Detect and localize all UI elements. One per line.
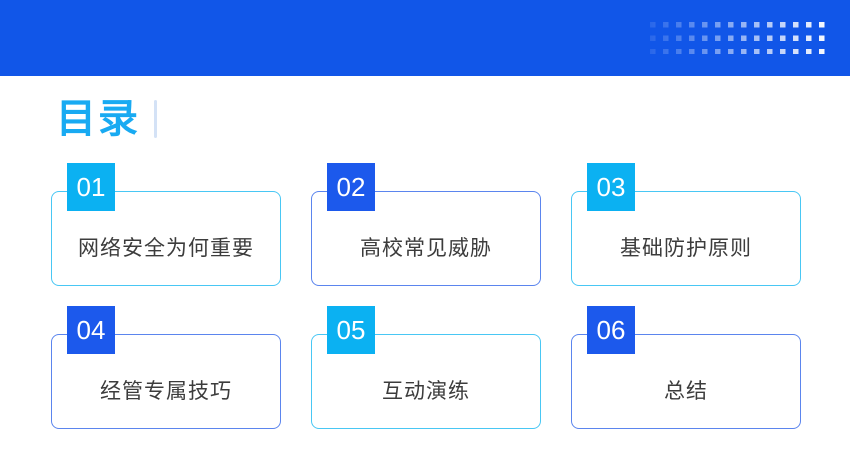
card-number-badge: 04 [67, 306, 115, 354]
title-divider [154, 100, 157, 138]
slide-header-band [0, 0, 850, 76]
card-label: 经管专属技巧 [100, 379, 232, 403]
toc-card-06[interactable]: 06 总结 [571, 306, 801, 429]
toc-card-05[interactable]: 05 互动演练 [311, 306, 541, 429]
card-number-badge: 05 [327, 306, 375, 354]
toc-card-03[interactable]: 03 基础防护原则 [571, 163, 801, 286]
page-title: 目录 [56, 97, 140, 141]
card-label: 网络安全为何重要 [78, 236, 254, 260]
dot-pattern-decoration [650, 22, 832, 54]
card-label: 总结 [664, 379, 708, 403]
card-number-badge: 06 [587, 306, 635, 354]
toc-grid: 01 网络安全为何重要 02 高校常见威胁 03 基础防护原则 04 经管专属技… [51, 163, 801, 429]
card-number-badge: 01 [67, 163, 115, 211]
card-label: 互动演练 [382, 379, 470, 403]
card-label: 高校常见威胁 [360, 236, 492, 260]
card-number-badge: 02 [327, 163, 375, 211]
toc-card-02[interactable]: 02 高校常见威胁 [311, 163, 541, 286]
card-number-badge: 03 [587, 163, 635, 211]
toc-card-04[interactable]: 04 经管专属技巧 [51, 306, 281, 429]
title-row: 目录 [56, 96, 157, 142]
card-label: 基础防护原则 [620, 236, 752, 260]
toc-card-01[interactable]: 01 网络安全为何重要 [51, 163, 281, 286]
